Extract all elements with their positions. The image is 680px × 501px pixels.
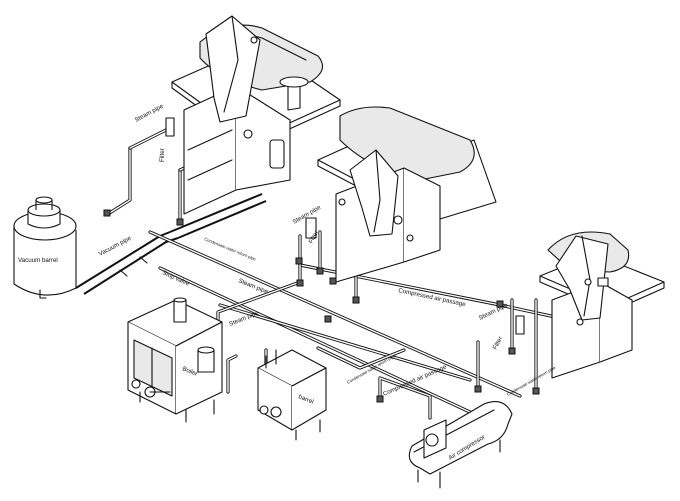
water-barrel <box>257 349 327 441</box>
ironing-press-1 <box>165 15 341 215</box>
ironing-press-3 <box>515 231 665 379</box>
pipe-network <box>75 126 562 428</box>
label-compressed-air-low: Compressed air passage <box>382 363 448 398</box>
label-steam-pipe-top: Steam pipe <box>134 103 165 124</box>
label-filter-left: Filter <box>159 148 166 162</box>
label-filter-right: Filter <box>492 336 505 351</box>
ironing-press-2 <box>305 106 497 283</box>
label-steam-pipe-a: Steam pipe <box>237 277 269 295</box>
label-stop-valve: Stop valve <box>161 269 191 287</box>
label-vacuum-barrel: Vacuum barrel <box>18 257 58 264</box>
vacuum-barrel <box>13 196 77 299</box>
label-condensate-return-right: Condensate water return pipe <box>506 365 557 397</box>
label-vacuum-pipe: Vacuum pipe <box>98 235 133 258</box>
air-compressor <box>408 401 513 489</box>
boiler <box>127 297 223 423</box>
